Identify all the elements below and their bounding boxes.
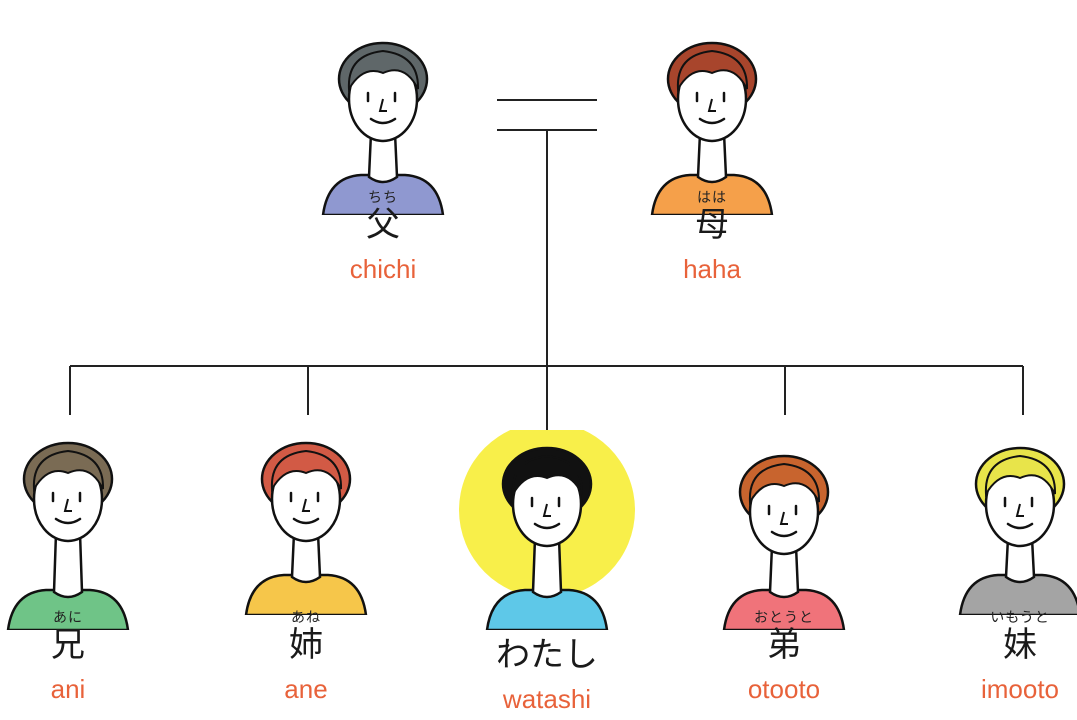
hair-fringe [676,49,749,93]
shirt [6,588,130,630]
furigana: あね [291,610,321,626]
romaji-label: imooto [980,674,1060,704]
neck [1004,537,1036,584]
shirt [650,173,774,215]
older-brother-icon [6,441,130,630]
kanji-label: わたし [496,635,598,675]
mouth [292,517,320,525]
furigana: ちち [368,190,398,206]
romaji-label: ani [50,674,86,704]
furigana: いもうと [990,610,1050,626]
neck [367,132,399,184]
member-otooto: おとうと弟 otooto [684,610,884,704]
hair-fringe [270,449,343,493]
nose [378,98,387,112]
kanji-label: 姉 [289,625,323,665]
neck [52,532,84,599]
member-ani: あに兄 ani [0,610,168,704]
mouth [533,522,561,530]
mouth [54,517,82,525]
romaji-label: watashi [502,684,592,714]
shirt [321,173,445,215]
romaji-label: ane [284,674,328,704]
mouth [770,530,798,538]
neck [290,532,322,584]
member-ane: あね姉 ane [206,610,406,704]
mouth [1006,522,1034,530]
younger-sister-icon [958,446,1077,615]
hair-fringe [347,49,420,93]
hair-fringe [984,454,1057,498]
furigana: おとうと [754,610,814,626]
shirt [958,573,1077,615]
father-icon [321,41,445,215]
hair-fringe [748,462,821,506]
romaji-label: otooto [747,674,821,704]
shirt [244,573,368,615]
kanji-label: 母 [695,205,729,245]
kanji-label: 父 [366,205,400,245]
furigana: あに [53,610,83,626]
mouth [698,117,726,125]
member-chichi: ちち父 chichi [283,190,483,284]
hair-fringe [32,449,105,493]
nose [1015,503,1024,517]
neck [768,545,800,599]
furigana [447,620,647,636]
nose [779,511,788,525]
younger-brother-icon [722,454,846,630]
hair-fringe [511,454,584,498]
nose [542,503,551,517]
romaji-label: haha [683,254,741,284]
nose [301,498,310,512]
shirt [485,588,609,630]
kanji-label: 弟 [767,625,801,665]
romaji-label: chichi [349,254,417,284]
mouth [369,117,397,125]
neck [696,132,728,184]
older-sister-icon [244,441,368,615]
member-imooto: いもうと妹 imooto [920,610,1077,704]
member-haha: はは母 haha [612,190,812,284]
member-watashi: わたし watashi [447,620,647,714]
self-icon [459,430,635,630]
neck [531,537,563,599]
furigana: はは [697,190,727,206]
mother-icon [650,41,774,215]
kanji-label: 妹 [1003,625,1037,665]
kanji-label: 兄 [51,625,85,665]
nose [707,98,716,112]
shirt [722,588,846,630]
nose [63,498,72,512]
